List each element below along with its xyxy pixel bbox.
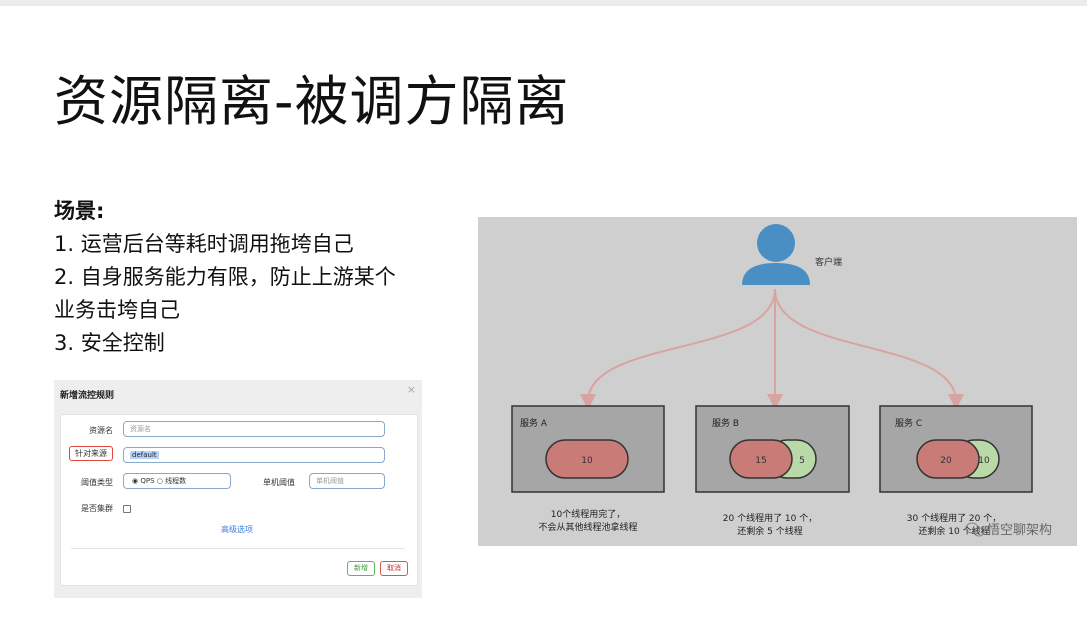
client-label: 客户端 (815, 256, 842, 268)
service-c-box (879, 405, 1033, 493)
radio-qps-label: QPS (140, 477, 155, 485)
radio-threads-label: 线程数 (165, 477, 187, 485)
watermark-text: 悟空聊架构 (987, 523, 1052, 538)
arrow-to-service-c (774, 288, 964, 410)
advanced-options-link[interactable]: 高级选项 (221, 525, 253, 534)
isolation-diagram: 客户端 服务 A 10 10个线程用完了， 不会从其他线程池拿线程 服务 B 1… (478, 217, 1077, 546)
dialog-title: 新增流控规则 (60, 391, 115, 401)
scene-item: 1. 运营后台等耗时调用拖垮自己 (54, 232, 354, 256)
source-label: 针对来源 (69, 446, 113, 461)
scene-list: 场景: 1. 运营后台等耗时调用拖垮自己 2. 自身服务能力有限，防止上游某个业… (54, 195, 414, 360)
flow-rule-dialog: 新增流控规则 × 资源名 资源名 针对来源 default 阈值类型 ◉ QPS… (54, 380, 422, 598)
service-a-used: 10 (581, 456, 593, 466)
client-person-icon (742, 224, 810, 285)
service-c-used: 20 (940, 456, 952, 466)
resource-label: 资源名 (89, 426, 113, 435)
radio-unchecked-icon[interactable]: ○ (156, 477, 163, 485)
service-a-box (511, 405, 665, 493)
single-threshold-label: 单机阈值 (263, 478, 295, 487)
diagram-svg: 客户端 服务 A 10 10个线程用完了， 不会从其他线程池拿线程 服务 B 1… (511, 224, 1052, 538)
arrow-to-service-a (580, 288, 776, 410)
wechat-icon (965, 522, 985, 537)
service-a-caption-2: 不会从其他线程池拿线程 (538, 521, 637, 533)
close-icon[interactable]: × (406, 383, 416, 396)
service-b-caption-1: 20 个线程用了 10 个， (723, 512, 818, 524)
single-threshold-input[interactable]: 单机阈值 (309, 473, 385, 489)
scene-heading: 场景: (54, 199, 105, 223)
resource-input[interactable]: 资源名 (123, 421, 385, 437)
scene-item: 2. 自身服务能力有限，防止上游某个业务击垮自己 (54, 265, 396, 322)
service-b-remaining: 5 (799, 456, 805, 466)
service-c-caption-2: 还剩余 10 个线程 (918, 525, 989, 537)
service-c-remaining: 10 (978, 456, 990, 466)
service-b-box (695, 405, 850, 493)
cluster-label: 是否集群 (81, 504, 113, 513)
top-bar (0, 0, 1087, 6)
add-button[interactable]: 新增 (347, 561, 375, 576)
threshold-type-radios[interactable]: ◉ QPS ○ 线程数 (123, 473, 231, 489)
service-c-caption-1: 30 个线程用了 20 个， (907, 512, 1002, 524)
radio-checked-icon[interactable]: ◉ (132, 477, 139, 485)
slide-title: 资源隔离-被调方隔离 (54, 70, 570, 133)
dialog-divider (71, 548, 405, 549)
cluster-checkbox[interactable] (123, 505, 131, 513)
source-input[interactable]: default (123, 447, 385, 463)
service-b-used: 15 (755, 456, 766, 466)
cancel-button[interactable]: 取消 (380, 561, 408, 576)
scene-item: 3. 安全控制 (54, 331, 165, 355)
service-a-name: 服务 A (520, 417, 548, 429)
service-a-caption-1: 10个线程用完了， (551, 508, 625, 520)
service-b-caption-2: 还剩余 5 个线程 (737, 525, 802, 537)
service-c-name: 服务 C (895, 417, 922, 429)
threshold-type-label: 阈值类型 (81, 478, 113, 487)
service-b-name: 服务 B (712, 417, 739, 429)
source-value: default (130, 451, 159, 459)
dialog-body: 资源名 资源名 针对来源 default 阈值类型 ◉ QPS ○ 线程数 单机… (60, 414, 418, 586)
